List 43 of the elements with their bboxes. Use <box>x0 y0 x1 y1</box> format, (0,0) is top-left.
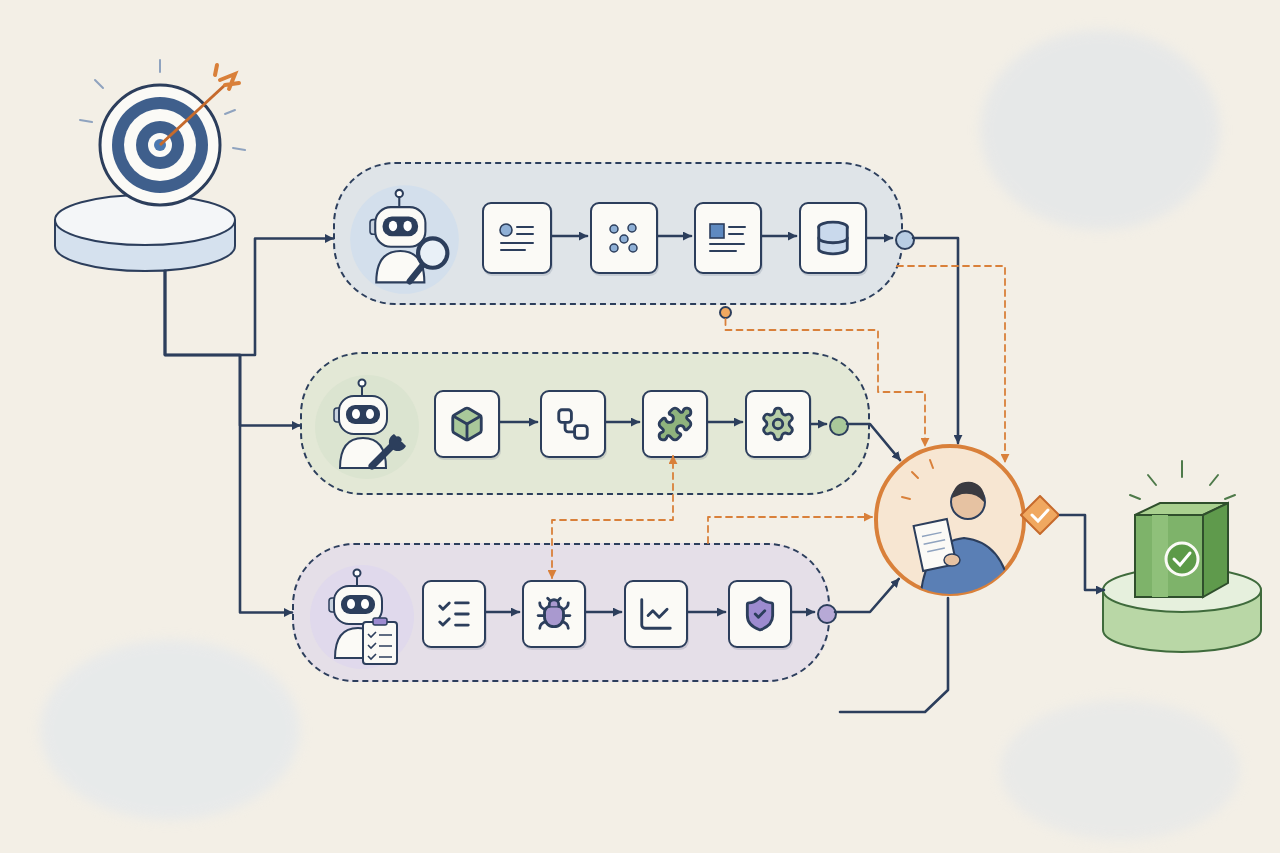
step-card <box>694 202 762 274</box>
dashed-arrow <box>724 318 930 447</box>
robot-drawing <box>347 182 462 297</box>
arrow <box>484 607 521 617</box>
arrow <box>790 607 816 617</box>
step-card <box>745 390 811 458</box>
step-card <box>522 580 586 648</box>
connector-dot <box>719 306 732 319</box>
arrow <box>833 577 901 614</box>
dashed-arrow <box>896 265 1010 463</box>
robot-drawing <box>312 372 422 482</box>
arrow <box>760 231 798 241</box>
connector-dot <box>895 230 915 250</box>
step-card <box>482 202 552 274</box>
step-card <box>642 390 708 458</box>
arrow <box>865 233 894 243</box>
check-diamond <box>1020 495 1060 535</box>
step-card <box>434 390 500 458</box>
step-card <box>422 580 486 648</box>
arrow <box>845 422 902 462</box>
robot-drawing <box>307 562 417 672</box>
connector-dot <box>829 416 849 436</box>
arrow <box>656 231 693 241</box>
arrow <box>686 607 727 617</box>
step-card <box>728 580 792 648</box>
dashed-arrow <box>707 512 873 544</box>
arrow <box>1058 513 1106 595</box>
step-card <box>799 202 867 274</box>
reviewer-drawing <box>872 442 1028 598</box>
arrow <box>584 607 623 617</box>
dashed-arrow <box>547 455 678 579</box>
connector-line <box>838 596 950 714</box>
arrow <box>550 231 589 241</box>
step-card <box>624 580 688 648</box>
arrow <box>604 417 641 427</box>
step-card <box>540 390 606 458</box>
step-card <box>590 202 658 274</box>
connector-dot <box>817 604 837 624</box>
arrow <box>163 269 294 617</box>
arrow <box>498 417 539 427</box>
arrow <box>809 419 828 429</box>
arrow <box>911 236 963 445</box>
arrow <box>706 417 744 427</box>
